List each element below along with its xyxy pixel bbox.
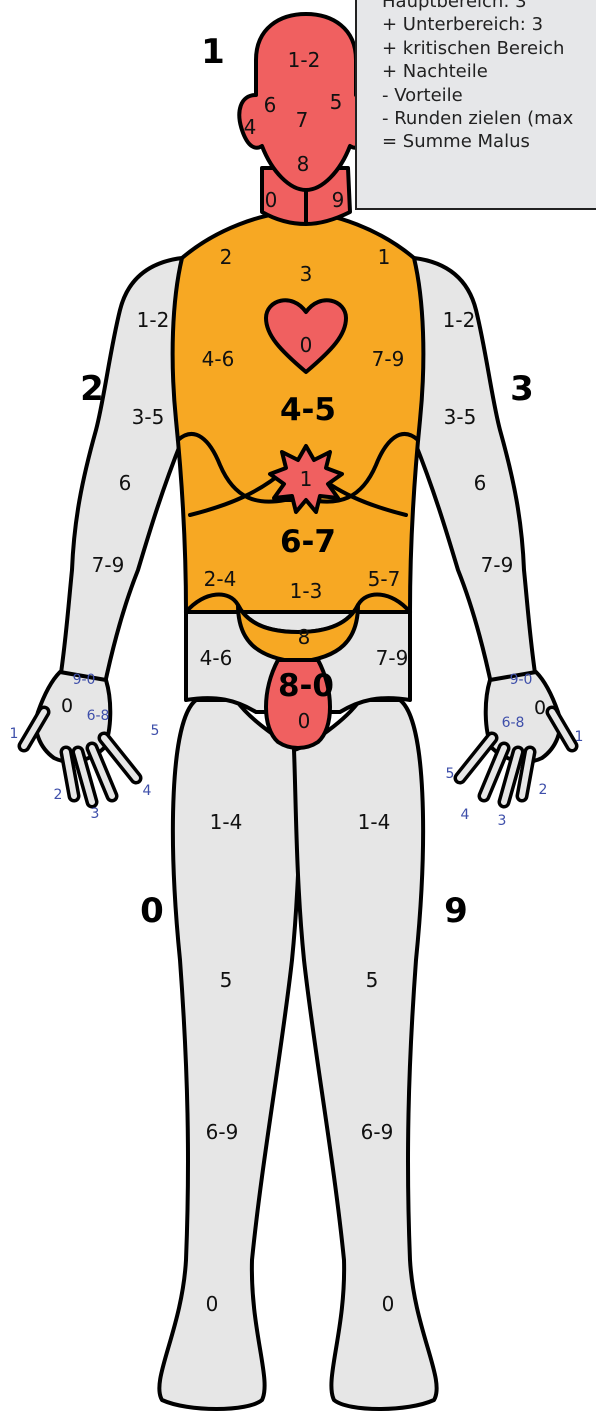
head-zone-left-ear: 4 <box>244 115 257 139</box>
region-number-groin: 8-0 <box>278 668 334 704</box>
belly-zone-lower: 8 <box>298 625 311 649</box>
hip-zone-right: 7-9 <box>376 646 409 670</box>
left-finger-5: 5 <box>446 766 455 782</box>
hip-zone-left: 4-6 <box>200 646 233 670</box>
right-finger-4: 4 <box>143 783 152 799</box>
left-leg-zone-thigh: 1-4 <box>358 810 391 834</box>
left-arm-zone-hand: 6-8 <box>502 715 525 731</box>
calc-row-aim-rounds: - Runden zielen (max <box>382 107 596 130</box>
right-leg <box>159 700 302 1409</box>
head-zone-crown: 1-2 <box>288 48 321 72</box>
calc-row-critical-area: + kritischen Bereich <box>382 37 596 60</box>
left-finger-4: 4 <box>461 807 470 823</box>
region-number-chest: 4-5 <box>280 392 336 428</box>
head-zone-right-eye: 5 <box>330 90 343 114</box>
belly-zone-groin: 0 <box>298 709 311 733</box>
right-arm-zone-wrist: 9-0 <box>73 672 96 688</box>
left-arm-zone-upper-arm: 3-5 <box>444 405 477 429</box>
left-leg <box>294 700 437 1409</box>
head-zone-neck-left: 0 <box>265 188 278 212</box>
right-finger-3: 3 <box>91 806 100 822</box>
calc-row-sub-area: + Unterbereich: 3 <box>382 13 596 36</box>
right-arm-zone-elbow: 6 <box>119 471 132 495</box>
chest-zone-heart: 0 <box>300 333 313 357</box>
calc-row-advantages: - Vorteile <box>382 84 596 107</box>
head-zone-left-eye: 6 <box>264 93 277 117</box>
malus-calculation-box: Hauptbereich: 3 + Unterbereich: 3 + krit… <box>355 0 596 210</box>
belly-zone-right-flank: 5-7 <box>368 567 401 591</box>
region-number-left-leg: 9 <box>444 891 468 931</box>
right-hand <box>24 672 136 802</box>
chest-zone-right-chest: 7-9 <box>372 347 405 371</box>
left-leg-zone-foot: 0 <box>382 1292 395 1316</box>
head-zone-mouth: 8 <box>297 152 310 176</box>
left-leg-zone-shin: 6-9 <box>361 1120 394 1144</box>
right-leg-zone-shin: 6-9 <box>206 1120 239 1144</box>
chest-zone-right-shoulder: 1 <box>378 245 391 269</box>
left-arm-zone-wrist: 9-0 <box>510 672 533 688</box>
left-arm-zone-elbow: 6 <box>474 471 487 495</box>
right-arm-zone-hand: 6-8 <box>87 708 110 724</box>
chest-zone-left-shoulder: 2 <box>220 245 233 269</box>
right-finger-1: 1 <box>10 726 19 742</box>
right-leg-zone-knee: 5 <box>220 968 233 992</box>
calc-row-main-area: Hauptbereich: 3 <box>382 0 596 13</box>
belly-zone-left-flank: 2-4 <box>204 567 237 591</box>
region-number-left-arm: 3 <box>510 369 534 409</box>
region-number-right-leg: 0 <box>140 891 164 931</box>
chest-zone-solar-plexus: 1 <box>300 467 313 491</box>
left-arm-zone-forearm: 7-9 <box>481 553 514 577</box>
right-arm-zone-shoulder: 1-2 <box>137 308 170 332</box>
head-zone-center: 7 <box>296 108 309 132</box>
chest-zone-left-chest: 4-6 <box>202 347 235 371</box>
left-finger-1: 1 <box>575 729 584 745</box>
right-leg-zone-foot: 0 <box>206 1292 219 1316</box>
region-number-right-arm: 2 <box>80 369 104 409</box>
right-arm-zone-palm: 0 <box>61 695 73 717</box>
left-hand <box>460 672 572 802</box>
belly-zone-center: 1-3 <box>290 579 323 603</box>
head-zone-neck-right: 9 <box>332 188 345 212</box>
left-finger-2: 2 <box>539 782 548 798</box>
right-arm-zone-forearm: 7-9 <box>92 553 125 577</box>
left-arm-zone-palm: 0 <box>534 697 546 719</box>
left-finger-3: 3 <box>498 813 507 829</box>
right-finger-2: 2 <box>54 787 63 803</box>
calc-row-disadvantages: + Nachteile <box>382 60 596 83</box>
right-arm-zone-upper-arm: 3-5 <box>132 405 165 429</box>
chest-zone-sternum: 3 <box>300 262 313 286</box>
right-leg-zone-thigh: 1-4 <box>210 810 243 834</box>
calc-row-total: = Summe Malus <box>382 130 596 153</box>
left-arm-zone-shoulder: 1-2 <box>443 308 476 332</box>
right-finger-5: 5 <box>151 723 160 739</box>
region-number-belly: 6-7 <box>280 524 336 560</box>
region-number-head: 1 <box>201 32 225 72</box>
left-leg-zone-knee: 5 <box>366 968 379 992</box>
